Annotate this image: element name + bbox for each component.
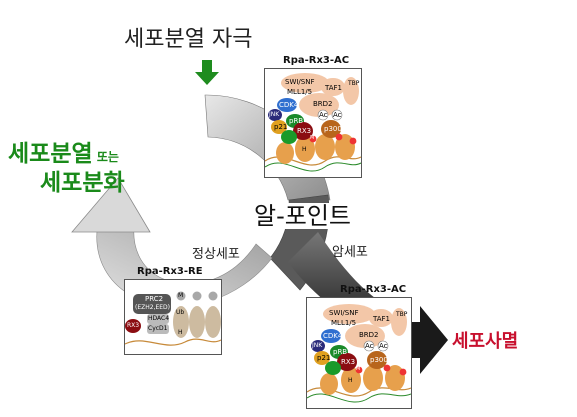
top-complex-box: SWI/SNF MLL1/5 TAF1 TBP BRD2 CDK4 JNK Ac… [264,68,362,178]
ezh2-label: (EZH2,EED) [135,304,171,311]
right-ac-label-2: Ac [379,342,388,350]
cycd-label: CycD1 [148,325,168,332]
normal-cell-label: 정상세포 [192,247,240,262]
r-point-label: 알-포인트 [252,202,353,230]
prc2-label: PRC2 [145,295,164,303]
swi-snf-label: SWI/SNF [285,78,315,86]
tbp-label: TBP [348,80,360,87]
methyl-marker: M [310,135,315,141]
right-histone-marker: H [348,377,353,384]
histone-marker: H [302,146,307,153]
right-complex-illustration [307,304,411,403]
left-complex-illustration [125,291,221,346]
or-text: 또는 [92,150,119,164]
right-p300-label: p300 [370,356,388,364]
right-methyl-marker: M [356,366,361,372]
ac-label-1: Ac [319,111,328,119]
right-swi-snf-label: SWI/SNF [329,309,359,317]
mll-label: MLL1/5 [287,88,313,96]
right-taf1-label: TAF1 [373,315,391,323]
cdk4-label: CDK4 [279,101,299,109]
right-tbp-label: TBP [396,311,408,318]
jnk-label: JNK [269,111,280,118]
top-complex-illustration [265,73,361,172]
right-rx3-label: RX3 [341,358,356,366]
stimulus-arrow [195,60,219,85]
right-jnk-label: JNK [312,342,323,349]
ub-label: Ub [176,309,185,316]
right-ac-label-1: Ac [365,342,374,350]
right-prb-label: pRB [333,348,348,356]
left-complex-title: Rpa-Rx3-RE [137,266,203,277]
right-brd2-label: BRD2 [359,331,379,339]
prb-label: pRB [289,117,304,125]
right-p21-label: p21 [317,354,331,362]
top-complex-title: Rpa-Rx3-AC [283,55,350,66]
right-mll-label: MLL1/5 [331,319,357,327]
left-methyl-marker: M [178,292,184,299]
left-histone-marker: H [178,329,183,336]
taf1-label: TAF1 [325,84,343,92]
apoptosis-label: 세포사멸 [452,331,519,352]
apoptosis-arrow [400,306,448,374]
cancer-cell-label: 암세포 [332,245,368,260]
left-arrowhead [71,177,151,233]
cell-differentiation-label: 세포분화 [40,170,125,196]
stimulus-label: 세포분열 자극 [124,27,253,52]
right-complex-box: SWI/SNF MLL1/5 TAF1 TBP BRD2 CDK4 JNK Ac… [306,297,412,409]
right-cdk4-label: CDK4 [323,332,343,340]
rx3-label: RX3 [297,127,312,135]
cell-division-label: 세포분열 또는 [8,143,119,166]
brd2-label: BRD2 [313,100,333,108]
right-complex-title: Rpa-Rx3-AC [340,284,407,295]
p21-label: p21 [274,123,288,131]
p300-label: p300 [324,125,342,133]
left-complex-box: PRC2 (EZH2,EED) HDAC4 CycD1 RX3 M Ub H [124,279,222,355]
left-rx3-label: RX3 [127,322,140,329]
ac-label-2: Ac [333,111,342,119]
cell-division-text: 세포분열 [8,141,93,167]
hdac-label: HDAC4 [148,315,170,322]
